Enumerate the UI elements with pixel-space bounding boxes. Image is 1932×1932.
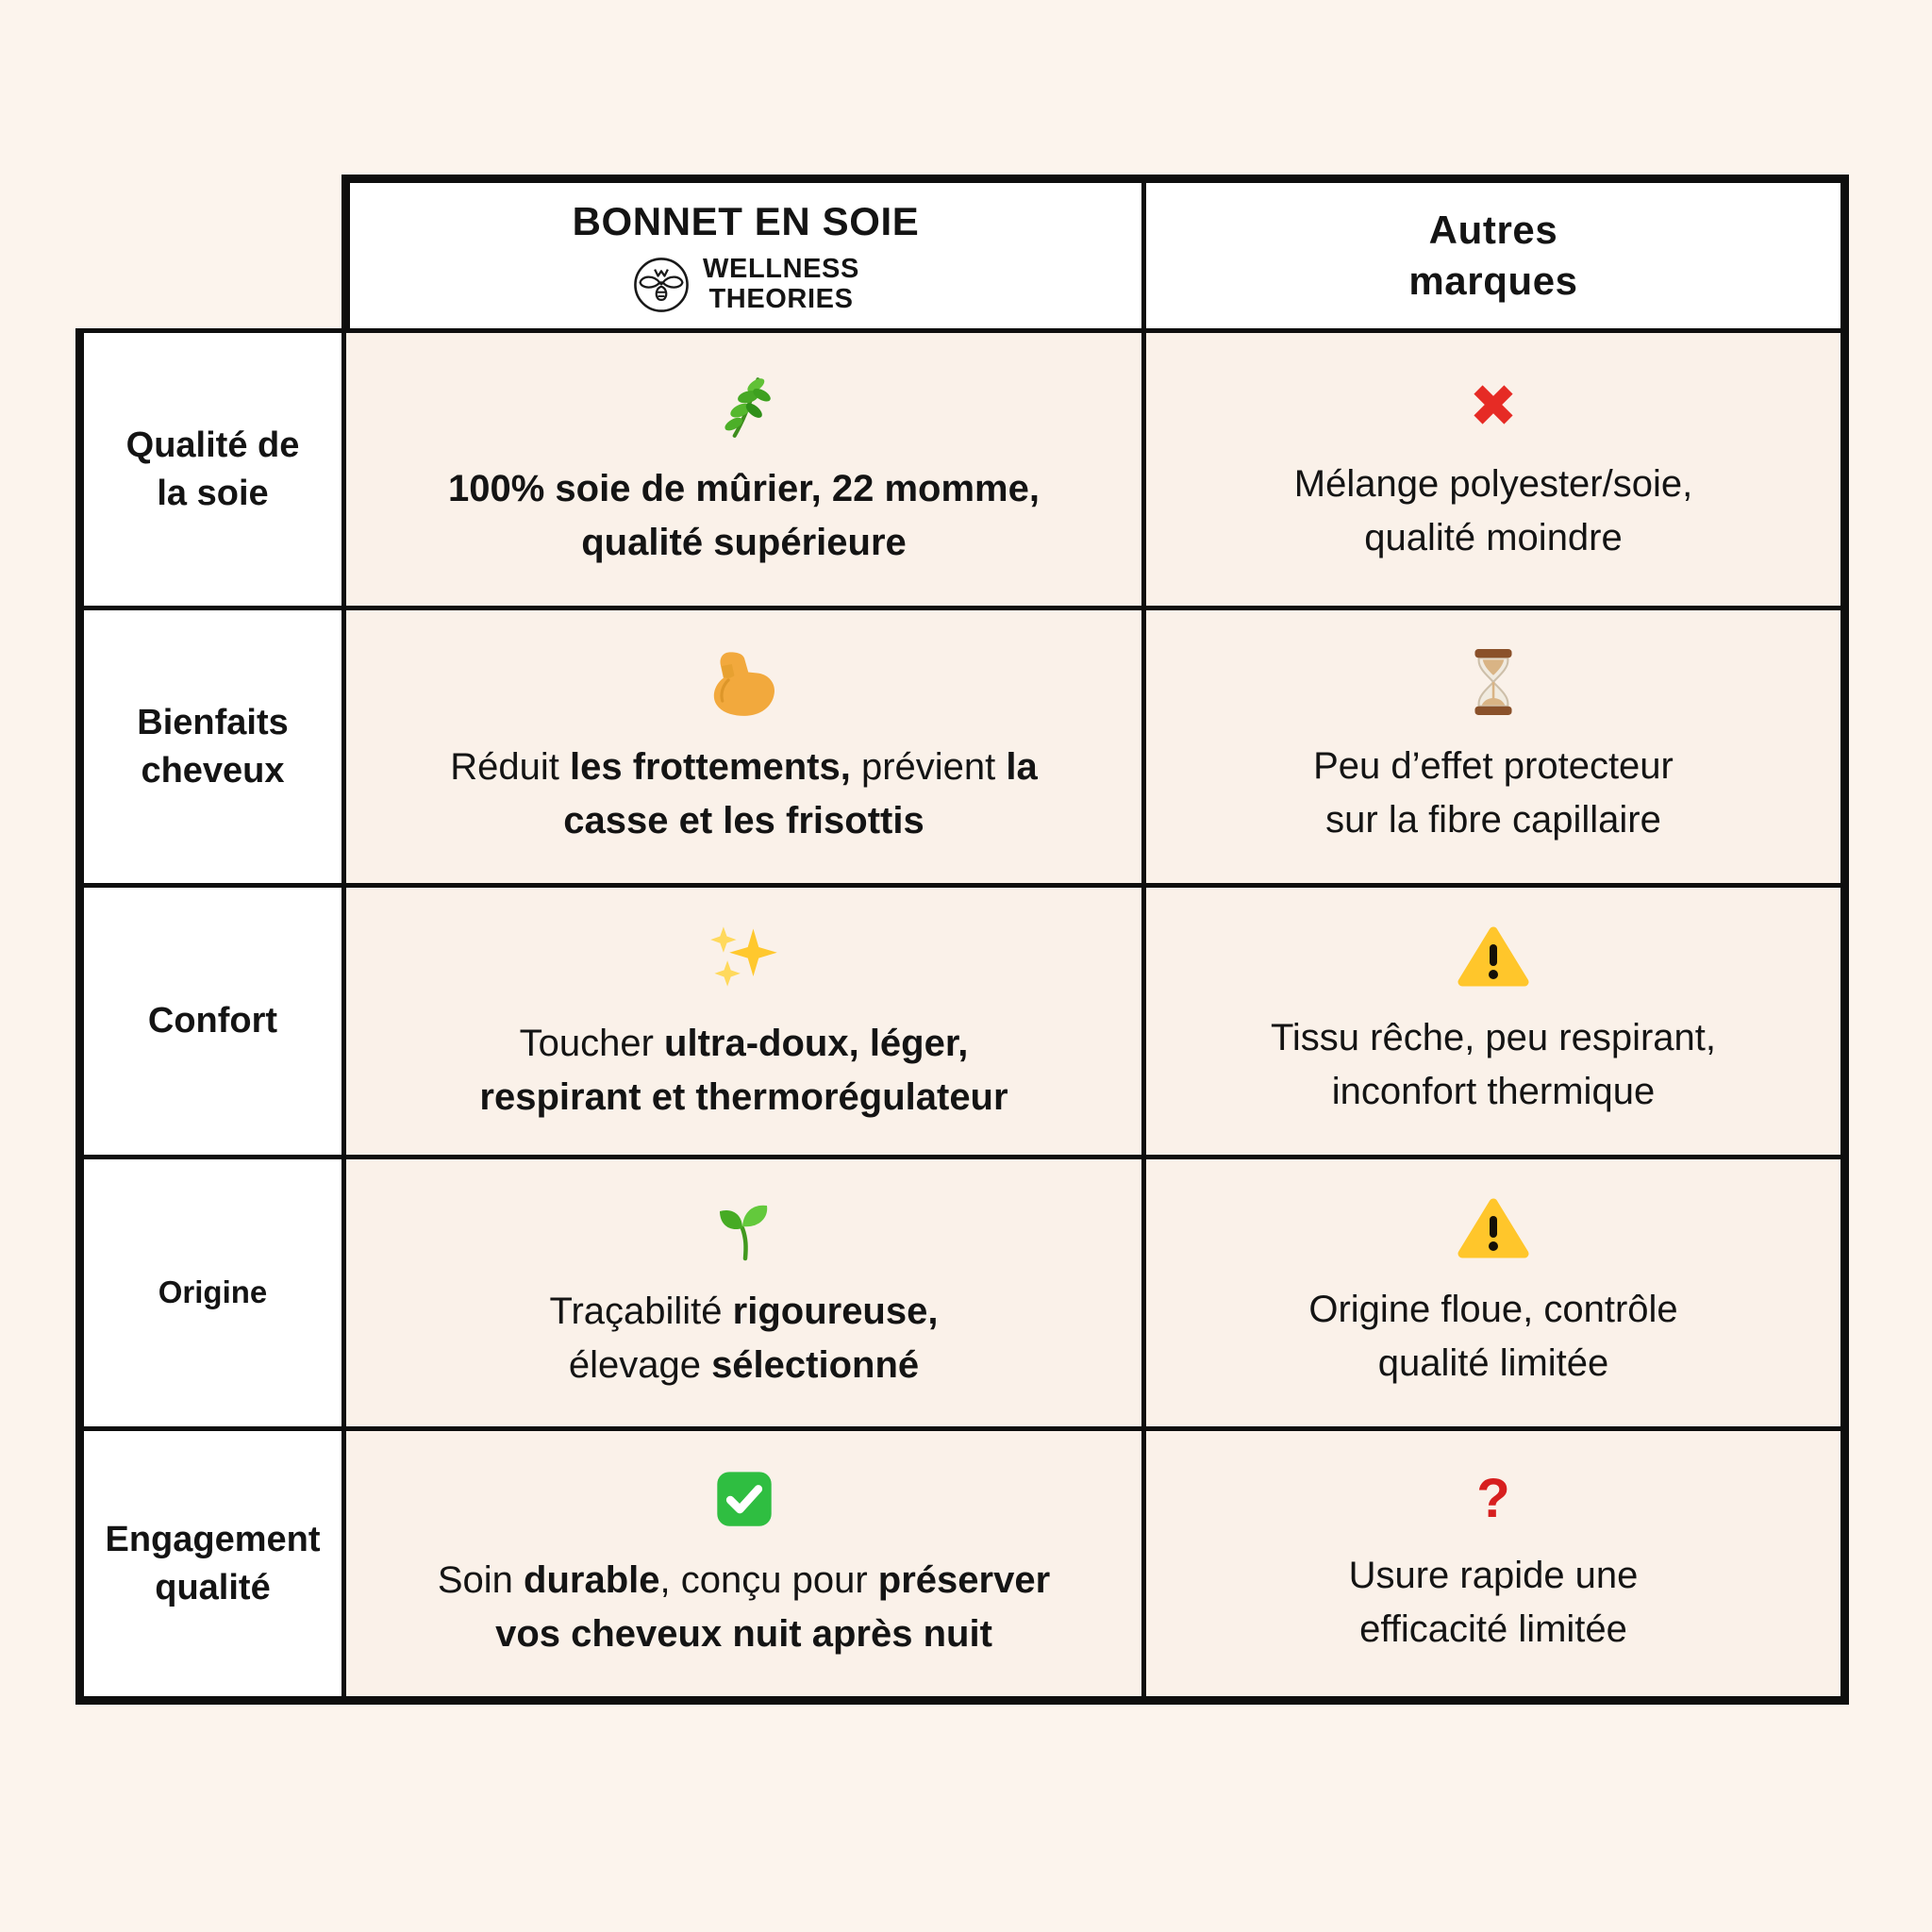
row-label-qualite-soie: Qualité de la soie	[75, 328, 341, 606]
product-text: Réduit les frottements, prévient la cass…	[450, 745, 1038, 841]
product-cell-origine: Traçabilité rigoureuse, élevage sélectio…	[341, 1155, 1141, 1426]
row-label-bienfaits-cheveux: Bienfaits cheveux	[75, 606, 341, 883]
flexed-biceps-icon	[708, 646, 780, 718]
sparkles-icon	[707, 919, 782, 994]
comparison-table: BONNET EN SOIE WELLNESS THEORIES Autres	[75, 175, 1849, 1705]
others-cell-confort: Tissu rêche, peu respirant, inconfort th…	[1141, 883, 1849, 1155]
check-mark-button-icon	[712, 1467, 776, 1531]
others-cell-bienfaits: Peu d’effet protecteur sur la fibre capi…	[1141, 606, 1849, 883]
brand-line2: THEORIES	[708, 284, 854, 315]
question-mark-icon: ?	[1476, 1467, 1510, 1529]
product-text: 100% soie de mûrier, 22 momme, qualité s…	[448, 467, 1040, 563]
warning-icon	[1457, 924, 1529, 989]
cross-mark-icon	[1463, 375, 1524, 435]
brand-line1: WELLNESS	[703, 254, 859, 285]
bee-logo-icon	[632, 256, 691, 314]
seedling-icon	[710, 1194, 778, 1262]
brand-logo-block: WELLNESS THEORIES	[632, 255, 859, 315]
herb-icon	[709, 370, 779, 440]
empty-corner-cell	[75, 175, 341, 328]
product-cell-engagement: Soin durable, conçu pour préserver vos c…	[341, 1426, 1141, 1705]
product-cell-qualite-soie: 100% soie de mûrier, 22 momme, qualité s…	[341, 328, 1141, 606]
product-text: Toucher ultra-doux, léger, respirant et …	[479, 1022, 1008, 1118]
others-text: Tissu rêche, peu respirant, inconfort th…	[1270, 1016, 1717, 1112]
others-text: Usure rapide une efficacité limitée	[1348, 1554, 1639, 1650]
brand-name: WELLNESS THEORIES	[703, 255, 859, 315]
others-cell-qualite-soie: Mélange polyester/soie, qualité moindre	[1141, 328, 1849, 606]
row-label-origine: Origine	[75, 1155, 341, 1426]
others-text: Mélange polyester/soie, qualité moindre	[1293, 462, 1693, 558]
product-column-title: BONNET EN SOIE	[572, 198, 920, 243]
product-cell-confort: Toucher ultra-doux, léger, respirant et …	[341, 883, 1141, 1155]
others-cell-engagement: ? Usure rapide une efficacité limitée	[1141, 1426, 1849, 1705]
row-label-engagement-qualite: Engagement qualité	[75, 1426, 341, 1705]
others-text: Peu d’effet protecteur sur la fibre capi…	[1313, 744, 1674, 841]
hourglass-icon	[1462, 647, 1524, 717]
others-text: Origine floue, contrôle qualité limitée	[1308, 1288, 1678, 1384]
warning-icon	[1457, 1196, 1529, 1260]
others-column-title: Autres marques	[1408, 208, 1578, 303]
header-product-cell: BONNET EN SOIE WELLNESS THEORIES	[341, 175, 1141, 328]
product-cell-bienfaits: Réduit les frottements, prévient la cass…	[341, 606, 1141, 883]
header-others-cell: Autres marques	[1141, 175, 1849, 328]
row-label-confort: Confort	[75, 883, 341, 1155]
product-text: Soin durable, conçu pour préserver vos c…	[437, 1558, 1051, 1655]
product-text: Traçabilité rigoureuse, élevage sélectio…	[549, 1290, 939, 1386]
others-cell-origine: Origine floue, contrôle qualité limitée	[1141, 1155, 1849, 1426]
